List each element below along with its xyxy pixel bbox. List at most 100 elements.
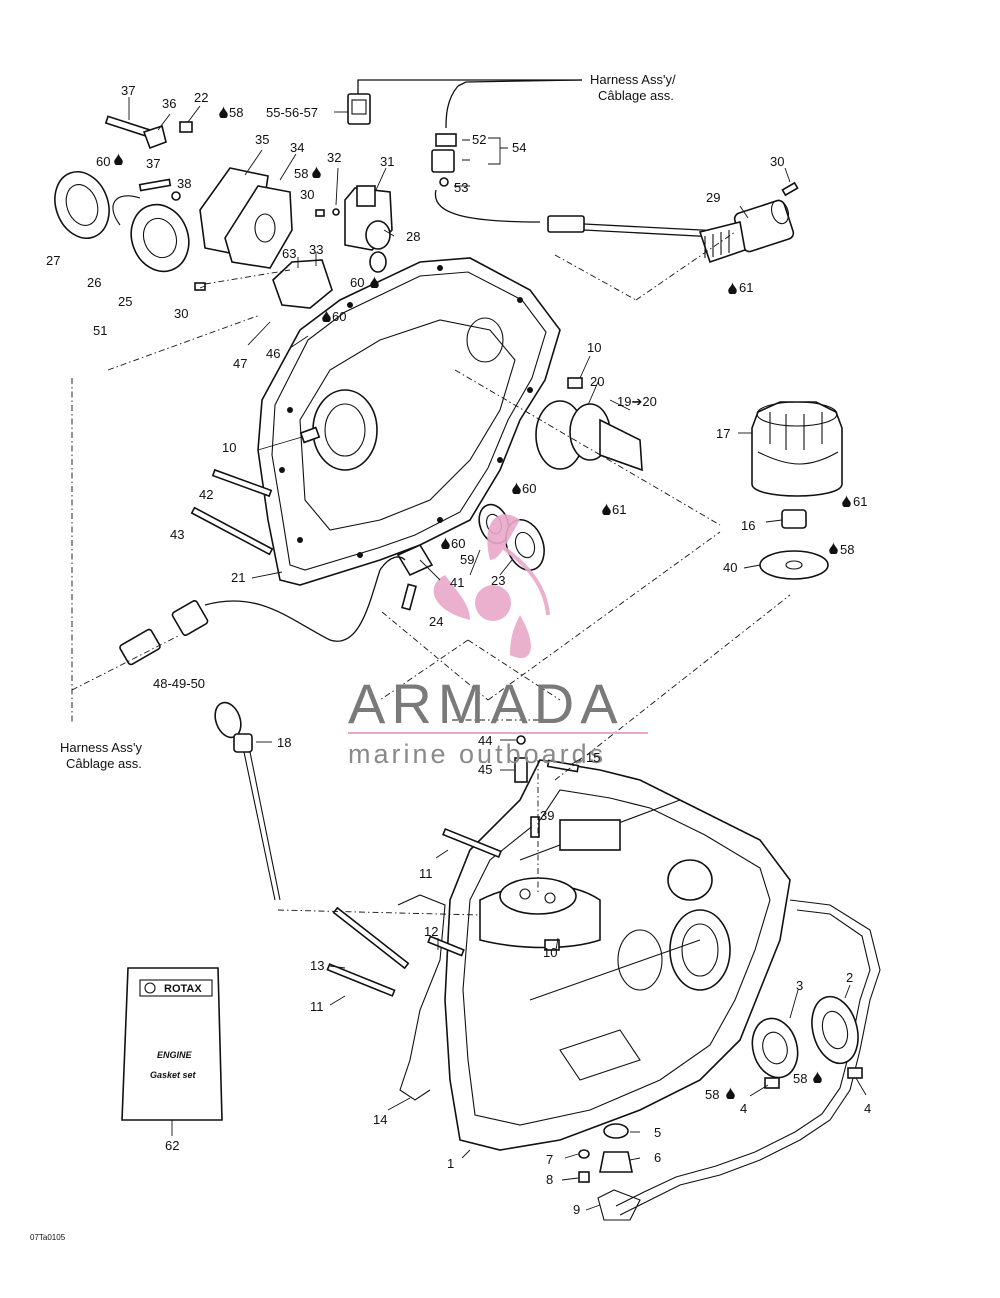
callout-58: 58	[840, 542, 854, 557]
callout-62: 62	[165, 1138, 179, 1153]
callout-11: 11	[419, 866, 433, 881]
kit-label-gasket: Gasket set	[150, 1070, 197, 1080]
callout-53: 53	[454, 180, 468, 195]
callout-48-49-50: 48-49-50	[153, 676, 205, 691]
callout-28: 28	[406, 229, 420, 244]
callout-4: 4	[740, 1101, 747, 1116]
callout-29: 29	[706, 190, 720, 205]
sensor-assembly	[315, 79, 582, 273]
callout-8: 8	[546, 1172, 553, 1187]
callout-37: 37	[146, 156, 160, 171]
callout-41: 41	[450, 575, 464, 590]
callout-31: 31	[380, 154, 394, 169]
harness-note-left-line1: Harness Ass'y	[60, 740, 142, 755]
callout-36: 36	[162, 96, 176, 111]
callout-3: 3	[796, 978, 803, 993]
callout-30: 30	[174, 306, 188, 321]
callout-58: 58	[793, 1071, 807, 1086]
harness-note-left-line2: Câblage ass.	[66, 756, 142, 771]
callout-39: 39	[540, 808, 554, 823]
bearing-set-left	[54, 171, 190, 273]
callout-21: 21	[231, 570, 245, 585]
callout-59: 59	[460, 552, 474, 567]
callout-24: 24	[429, 614, 443, 629]
crankcase-assembly	[444, 759, 791, 1151]
callout-13: 13	[310, 958, 324, 973]
callout-6: 6	[654, 1150, 661, 1165]
gasket-kit: ROTAX ENGINE Gasket set	[121, 967, 223, 1136]
callout-labels: 37 36 22 58 55-56-57 52 54 53 30 29 61 3…	[46, 83, 871, 1217]
cover-assembly	[257, 257, 561, 586]
callout-10: 10	[587, 340, 601, 355]
crankcase-bolts	[326, 735, 580, 997]
callout-11: 11	[310, 999, 324, 1014]
callout-10: 10	[222, 440, 236, 455]
callout-34: 34	[290, 140, 304, 155]
harness-note-top-line1: Harness Ass'y/	[590, 72, 676, 87]
callout-35: 35	[255, 132, 269, 147]
callout-58: 58	[229, 105, 243, 120]
callout-19-20: 19➔20	[617, 394, 657, 409]
watermark-logo	[433, 514, 550, 659]
callout-60: 60	[332, 309, 346, 324]
callout-60: 60	[96, 154, 110, 169]
crankshaft-bearings	[751, 995, 863, 1089]
callout-20: 20	[590, 374, 604, 389]
callout-40: 40	[723, 560, 737, 575]
watermark-word: ARMADA	[348, 672, 624, 735]
callout-60: 60	[350, 275, 364, 290]
harness-note-top-line2: Câblage ass.	[598, 88, 674, 103]
callout-22: 22	[194, 90, 208, 105]
cover-plates	[104, 115, 333, 309]
callout-43: 43	[170, 527, 184, 542]
callout-5: 5	[654, 1125, 661, 1140]
crankcase-gasket	[397, 894, 881, 1216]
callout-9: 9	[573, 1202, 580, 1217]
callout-18: 18	[277, 735, 291, 750]
callout-10: 10	[543, 945, 557, 960]
callout-27: 27	[46, 253, 60, 268]
callout-60: 60	[522, 481, 536, 496]
callout-26: 26	[87, 275, 101, 290]
watermark-rule	[348, 732, 648, 734]
leader-lines	[128, 97, 867, 1211]
oil-filter-assembly	[751, 401, 843, 580]
callout-33: 33	[309, 242, 323, 257]
callout-12: 12	[424, 924, 438, 939]
callout-30: 30	[300, 187, 314, 202]
speed-sensor-assembly	[431, 79, 799, 264]
kit-label-engine: ENGINE	[157, 1050, 193, 1060]
callout-15: 15	[586, 750, 600, 765]
callout-25: 25	[118, 294, 132, 309]
callout-45: 45	[478, 762, 492, 777]
callout-46: 46	[266, 346, 280, 361]
kit-brand-label: ROTAX	[164, 983, 202, 995]
callout-63: 63	[282, 246, 296, 261]
callout-61: 61	[853, 494, 867, 509]
image-code: 07Ta0105	[30, 1233, 66, 1242]
watermark-subtitle: marine outboards	[348, 739, 606, 769]
callout-30: 30	[770, 154, 784, 169]
callout-47: 47	[233, 356, 247, 371]
assembly-lines	[71, 231, 791, 916]
callout-61: 61	[739, 280, 753, 295]
callout-42: 42	[199, 487, 213, 502]
dipstick	[214, 701, 281, 901]
callout-58: 58	[294, 166, 308, 181]
callout-4: 4	[864, 1101, 871, 1116]
callout-52: 52	[472, 132, 486, 147]
callout-38: 38	[177, 176, 191, 191]
callout-44: 44	[478, 733, 492, 748]
misc-fasteners	[119, 468, 434, 666]
callout-14: 14	[373, 1112, 387, 1127]
callout-1: 1	[447, 1156, 454, 1171]
callout-7: 7	[546, 1152, 553, 1167]
callout-54: 54	[512, 140, 526, 155]
callout-58: 58	[705, 1087, 719, 1102]
callout-17: 17	[716, 426, 730, 441]
callout-32: 32	[327, 150, 341, 165]
callout-61: 61	[612, 502, 626, 517]
callout-55-56-57: 55-56-57	[266, 105, 318, 120]
callout-60: 60	[451, 536, 465, 551]
